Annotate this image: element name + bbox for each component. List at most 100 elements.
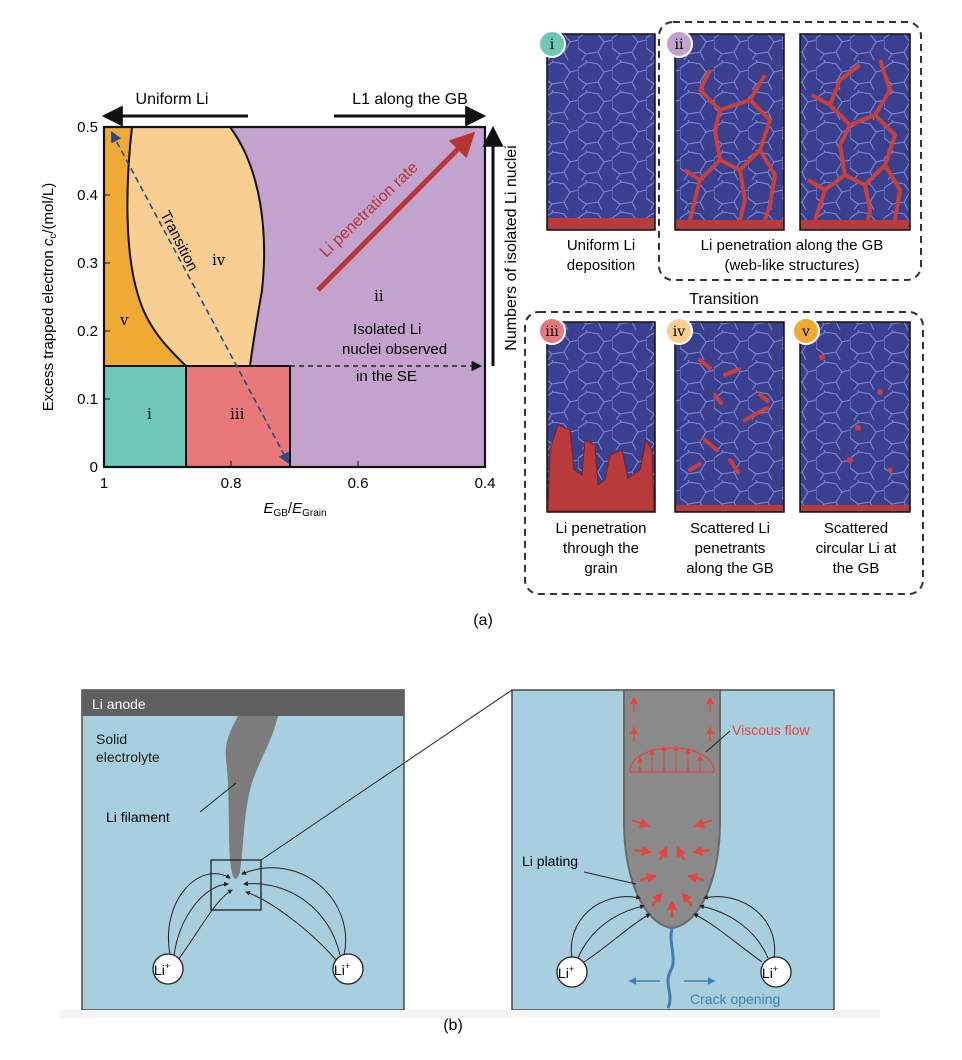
badge-i-text: i bbox=[550, 37, 555, 53]
transition-dashed-arrow bbox=[110, 131, 290, 464]
caption-iii-line2: through the bbox=[563, 540, 639, 557]
li-plating-label: Li plating bbox=[522, 853, 578, 869]
snapshot-v: v Scattered circular Li at the GB bbox=[792, 317, 911, 577]
crack bbox=[666, 927, 675, 1009]
badge-ii-text: ii bbox=[675, 37, 684, 53]
y-axis-ticks: 0 0.1 0.2 0.3 0.4 0.5 bbox=[77, 119, 110, 476]
caption-i-line2: deposition bbox=[567, 257, 635, 274]
right-ion-right-symbol: Li bbox=[762, 965, 773, 981]
transition-group-label: Transition bbox=[689, 291, 759, 308]
left-ion-left-label: Li+ bbox=[154, 961, 170, 978]
caption-iv-line2: penetrants bbox=[695, 540, 766, 557]
viscous-flow-pointer bbox=[705, 730, 731, 753]
y-axis-title: Excess trapped electron cc/(mol/L) bbox=[40, 183, 59, 411]
caption-v-line1: Scattered bbox=[824, 520, 888, 537]
isolated-note-line3: in the SE bbox=[356, 368, 417, 385]
x-axis-e2: E bbox=[292, 500, 303, 517]
penetration-rate-arrow bbox=[316, 131, 476, 292]
x-axis-sub1: GB bbox=[273, 508, 288, 519]
caption-iii-line3: grain bbox=[584, 560, 617, 577]
group-box-transition bbox=[524, 311, 924, 595]
zoom-line-top bbox=[260, 689, 513, 861]
isolated-note-line2: nuclei observed bbox=[342, 341, 447, 358]
y-tick-5: 0.5 bbox=[77, 119, 98, 136]
plot-frame bbox=[102, 125, 487, 469]
snapshots: Transition i Uniform Li deposition ii Li… bbox=[524, 21, 924, 595]
caption-iii-line1: Li penetration bbox=[556, 520, 647, 537]
y-axis-var: c bbox=[40, 238, 57, 246]
web-structure-right bbox=[806, 59, 903, 221]
y-axis-unit: /(mol/L) bbox=[40, 183, 57, 234]
anode-label: Li anode bbox=[92, 696, 146, 712]
badge-iii bbox=[538, 317, 566, 345]
y-tick-4: 0.4 bbox=[77, 187, 98, 204]
panel-b: Li anode Solid electrolyte Li filament L… bbox=[81, 689, 835, 1011]
region-label-v: v bbox=[119, 311, 129, 329]
x-axis-e1: E bbox=[263, 500, 274, 517]
phase-diagram: Li penetration rate i iii iv v ii Transi… bbox=[40, 91, 520, 519]
badge-iv bbox=[665, 317, 693, 345]
left-anode bbox=[82, 690, 404, 716]
viscous-flow-label: Viscous flow bbox=[732, 722, 810, 738]
left-ion-right-charge: + bbox=[345, 961, 350, 971]
plating-arrows bbox=[631, 818, 713, 918]
y-tick-1: 0.1 bbox=[77, 391, 98, 408]
region-label-iii: iii bbox=[230, 405, 245, 423]
filament-pointer bbox=[199, 782, 237, 813]
li-along-gb-label: L1 along the GB bbox=[352, 91, 468, 108]
caption-v-line2: circular Li at bbox=[816, 540, 898, 557]
caption-i-line1: Uniform Li bbox=[567, 237, 635, 254]
badge-iv-text: iv bbox=[673, 324, 685, 340]
crack-opening-label: Crack opening bbox=[690, 991, 780, 1007]
x-tick-08: 0.8 bbox=[221, 475, 242, 492]
x-tick-06: 0.6 bbox=[348, 475, 369, 492]
caption-v-line3: the GB bbox=[833, 560, 880, 577]
right-ion-right bbox=[760, 956, 792, 988]
panel-b-caption: (b) bbox=[443, 1017, 463, 1034]
caption-iv-line3: along the GB bbox=[686, 560, 774, 577]
left-filament bbox=[225, 716, 278, 879]
left-ion-right bbox=[332, 953, 364, 985]
isolated-note-line1: Isolated Li bbox=[353, 321, 421, 338]
grain-penetration bbox=[547, 424, 655, 512]
right-ion-right-label: Li+ bbox=[762, 964, 778, 981]
right-ion-left-symbol: Li bbox=[558, 965, 569, 981]
zoom-box bbox=[210, 859, 262, 911]
badge-v-text: v bbox=[801, 324, 810, 340]
y-axis-sub: c bbox=[48, 234, 59, 239]
y-axis-main: Excess trapped electron bbox=[40, 246, 57, 411]
caption-ii-line1: Li penetration along the GB bbox=[701, 237, 884, 254]
electrolyte-label-2: electrolyte bbox=[96, 749, 160, 765]
viscous-flow-profile bbox=[629, 744, 715, 773]
right-ion-right-charge: + bbox=[773, 964, 778, 974]
isolated-nuclei-label: Numbers of isolated Li nuclei bbox=[503, 145, 520, 350]
y-tick-3: 0.3 bbox=[77, 255, 98, 272]
panel-a-caption: (a) bbox=[473, 612, 493, 629]
y-tick-2: 0.2 bbox=[77, 323, 98, 340]
right-ion-left-label: Li+ bbox=[558, 964, 574, 981]
snapshot-i: i Uniform Li deposition bbox=[538, 30, 656, 274]
snapshot-iv: iv Scattered Li penetrants along the GB bbox=[665, 317, 785, 577]
x-axis-slash: / bbox=[288, 500, 293, 517]
right-ion-left-charge: + bbox=[569, 964, 574, 974]
badge-ii bbox=[665, 30, 693, 58]
li-plating-pointer bbox=[583, 871, 637, 885]
left-ion-left-charge: + bbox=[165, 961, 170, 971]
right-ion-left bbox=[556, 956, 588, 988]
left-flux-arrows bbox=[168, 867, 347, 961]
snapshot-ii: ii Li penetration along the GB (web-like… bbox=[665, 30, 911, 274]
filament-label: Li filament bbox=[106, 809, 170, 825]
x-axis-sub2: Grain bbox=[302, 508, 326, 519]
group-box-ii bbox=[658, 21, 922, 281]
snapshot-iii: iii Li penetration through the grain bbox=[538, 317, 656, 577]
badge-i bbox=[538, 30, 566, 58]
left-ion-left-symbol: Li bbox=[154, 962, 165, 978]
x-tick-04: 0.4 bbox=[475, 475, 496, 492]
badge-v bbox=[792, 317, 820, 345]
right-flux-arrows bbox=[570, 894, 776, 963]
zoomed-filament bbox=[623, 689, 721, 930]
region-i-fill bbox=[104, 366, 186, 467]
left-ion-right-symbol: Li bbox=[334, 962, 345, 978]
x-tick-1: 1 bbox=[100, 475, 108, 492]
